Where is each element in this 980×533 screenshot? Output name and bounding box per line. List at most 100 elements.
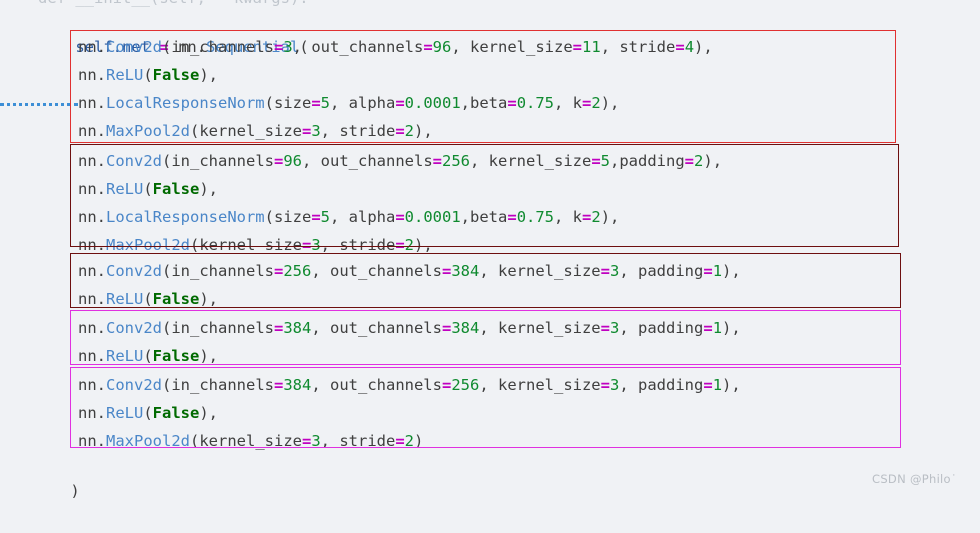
token-call: Conv2d — [106, 152, 162, 170]
token-plain: nn. — [78, 38, 106, 56]
line-pool1: nn.MaxPool2d(kernel_size=3, stride=2), — [78, 117, 433, 145]
token-call: ReLU — [106, 290, 144, 308]
token-plain: (kernel_size — [190, 122, 302, 140]
token-num: 2 — [404, 432, 415, 450]
token-num: 3 — [311, 236, 321, 254]
token-call: Conv2d — [106, 38, 162, 56]
token-plain: , out_channels — [311, 376, 442, 394]
token-num: 2 — [404, 122, 415, 140]
sequential-header-line: self.net = nn.Sequential( — [38, 5, 309, 89]
token-op: = — [441, 262, 452, 280]
line-conv3: nn.Conv2d(in_channels=256, out_channels=… — [78, 257, 741, 285]
token-num: 0.0001 — [404, 94, 461, 112]
token-plain: nn. — [78, 122, 106, 140]
token-op: = — [273, 262, 284, 280]
dotted-connector-line — [0, 103, 78, 106]
token-num: 96 — [283, 152, 302, 170]
token-plain: , kernel_size — [470, 152, 592, 170]
token-num: 3 — [610, 376, 620, 394]
token-op: = — [273, 152, 284, 170]
token-plain: nn. — [78, 262, 106, 280]
token-plain: ( — [143, 347, 153, 365]
token-plain: , kernel_size — [479, 376, 601, 394]
token-op: = — [301, 432, 312, 450]
token-plain: (size — [264, 208, 312, 226]
token-plain: (in_channels — [162, 262, 274, 280]
line-relu4: nn.ReLU(False), — [78, 342, 218, 370]
clipped-top-line: def __init__(self, **kwargs): — [38, 0, 309, 12]
token-plain: ), — [600, 94, 620, 112]
token-plain: ,beta — [460, 94, 508, 112]
token-plain: ), — [722, 319, 741, 337]
token-call: MaxPool2d — [106, 122, 190, 140]
token-plain: nn. — [78, 404, 106, 422]
token-plain: , padding — [619, 319, 704, 337]
token-op: = — [301, 122, 312, 140]
token-num: 384 — [451, 319, 480, 337]
token-op: = — [703, 376, 713, 394]
token-op: = — [675, 38, 685, 56]
token-call: Conv2d — [106, 376, 162, 394]
token-plain: ), — [703, 152, 723, 170]
token-op: = — [311, 208, 321, 226]
token-plain: ), — [722, 262, 741, 280]
watermark-text: CSDN @Philo˙ — [872, 472, 957, 486]
token-plain: , padding — [619, 262, 704, 280]
token-plain: , k — [554, 94, 583, 112]
token-op: = — [395, 122, 405, 140]
token-num: 384 — [451, 262, 480, 280]
token-op: = — [591, 152, 601, 170]
token-call: ReLU — [106, 347, 144, 365]
token-plain: nn. — [78, 152, 106, 170]
sequential-footer-line: ) — [33, 449, 79, 533]
token-plain: ( — [143, 180, 153, 198]
token-op: = — [441, 319, 452, 337]
line-relu3: nn.ReLU(False), — [78, 285, 218, 313]
token-num: 3 — [610, 262, 620, 280]
token-num: 0.0001 — [404, 208, 461, 226]
token-plain: , kernel_size — [451, 38, 573, 56]
open-paren-token: ( — [299, 38, 309, 56]
token-plain: ( — [143, 66, 153, 84]
token-bool: False — [152, 290, 200, 308]
token-num: 2 — [404, 236, 415, 254]
token-op: = — [600, 262, 610, 280]
token-plain: , kernel_size — [479, 319, 601, 337]
token-plain: , kernel_size — [479, 262, 601, 280]
line-lrn1: nn.LocalResponseNorm(size=5, alpha=0.000… — [78, 89, 619, 117]
token-op: = — [311, 94, 321, 112]
self-net-token: self.net — [75, 38, 150, 56]
token-plain: ), — [199, 347, 219, 365]
token-plain: , k — [554, 208, 583, 226]
token-num: 256 — [283, 262, 312, 280]
token-bool: False — [152, 66, 200, 84]
assign-operator-token: = — [149, 38, 178, 56]
token-op: = — [441, 376, 452, 394]
token-plain: , stride — [600, 38, 676, 56]
token-call: MaxPool2d — [106, 432, 190, 450]
token-plain: ), — [414, 236, 433, 254]
token-plain: ), — [694, 38, 713, 56]
line-conv4: nn.Conv2d(in_channels=384, out_channels=… — [78, 314, 741, 342]
token-plain: nn. — [78, 66, 106, 84]
token-plain: , out_channels — [302, 152, 433, 170]
token-plain: nn. — [78, 290, 106, 308]
line-conv2: nn.Conv2d(in_channels=96, out_channels=2… — [78, 147, 722, 175]
token-plain: nn. — [78, 319, 106, 337]
token-op: = — [600, 376, 610, 394]
token-num: 3 — [311, 122, 321, 140]
token-op: = — [432, 152, 442, 170]
token-plain: ), — [199, 180, 219, 198]
token-op: = — [684, 152, 695, 170]
token-plain: , padding — [619, 376, 704, 394]
line-pool5: nn.MaxPool2d(kernel_size=3, stride=2) — [78, 427, 423, 455]
token-plain: (kernel_size — [190, 236, 302, 254]
token-plain: , out_channels — [311, 319, 442, 337]
line-pool2: nn.MaxPool2d(kernel_size=3, stride=2), — [78, 231, 433, 259]
token-call: Conv2d — [106, 262, 162, 280]
token-op: = — [423, 38, 433, 56]
token-op: = — [395, 94, 405, 112]
nn-module-token: nn. — [177, 38, 206, 56]
token-op: = — [572, 38, 583, 56]
token-plain: , stride — [320, 432, 396, 450]
